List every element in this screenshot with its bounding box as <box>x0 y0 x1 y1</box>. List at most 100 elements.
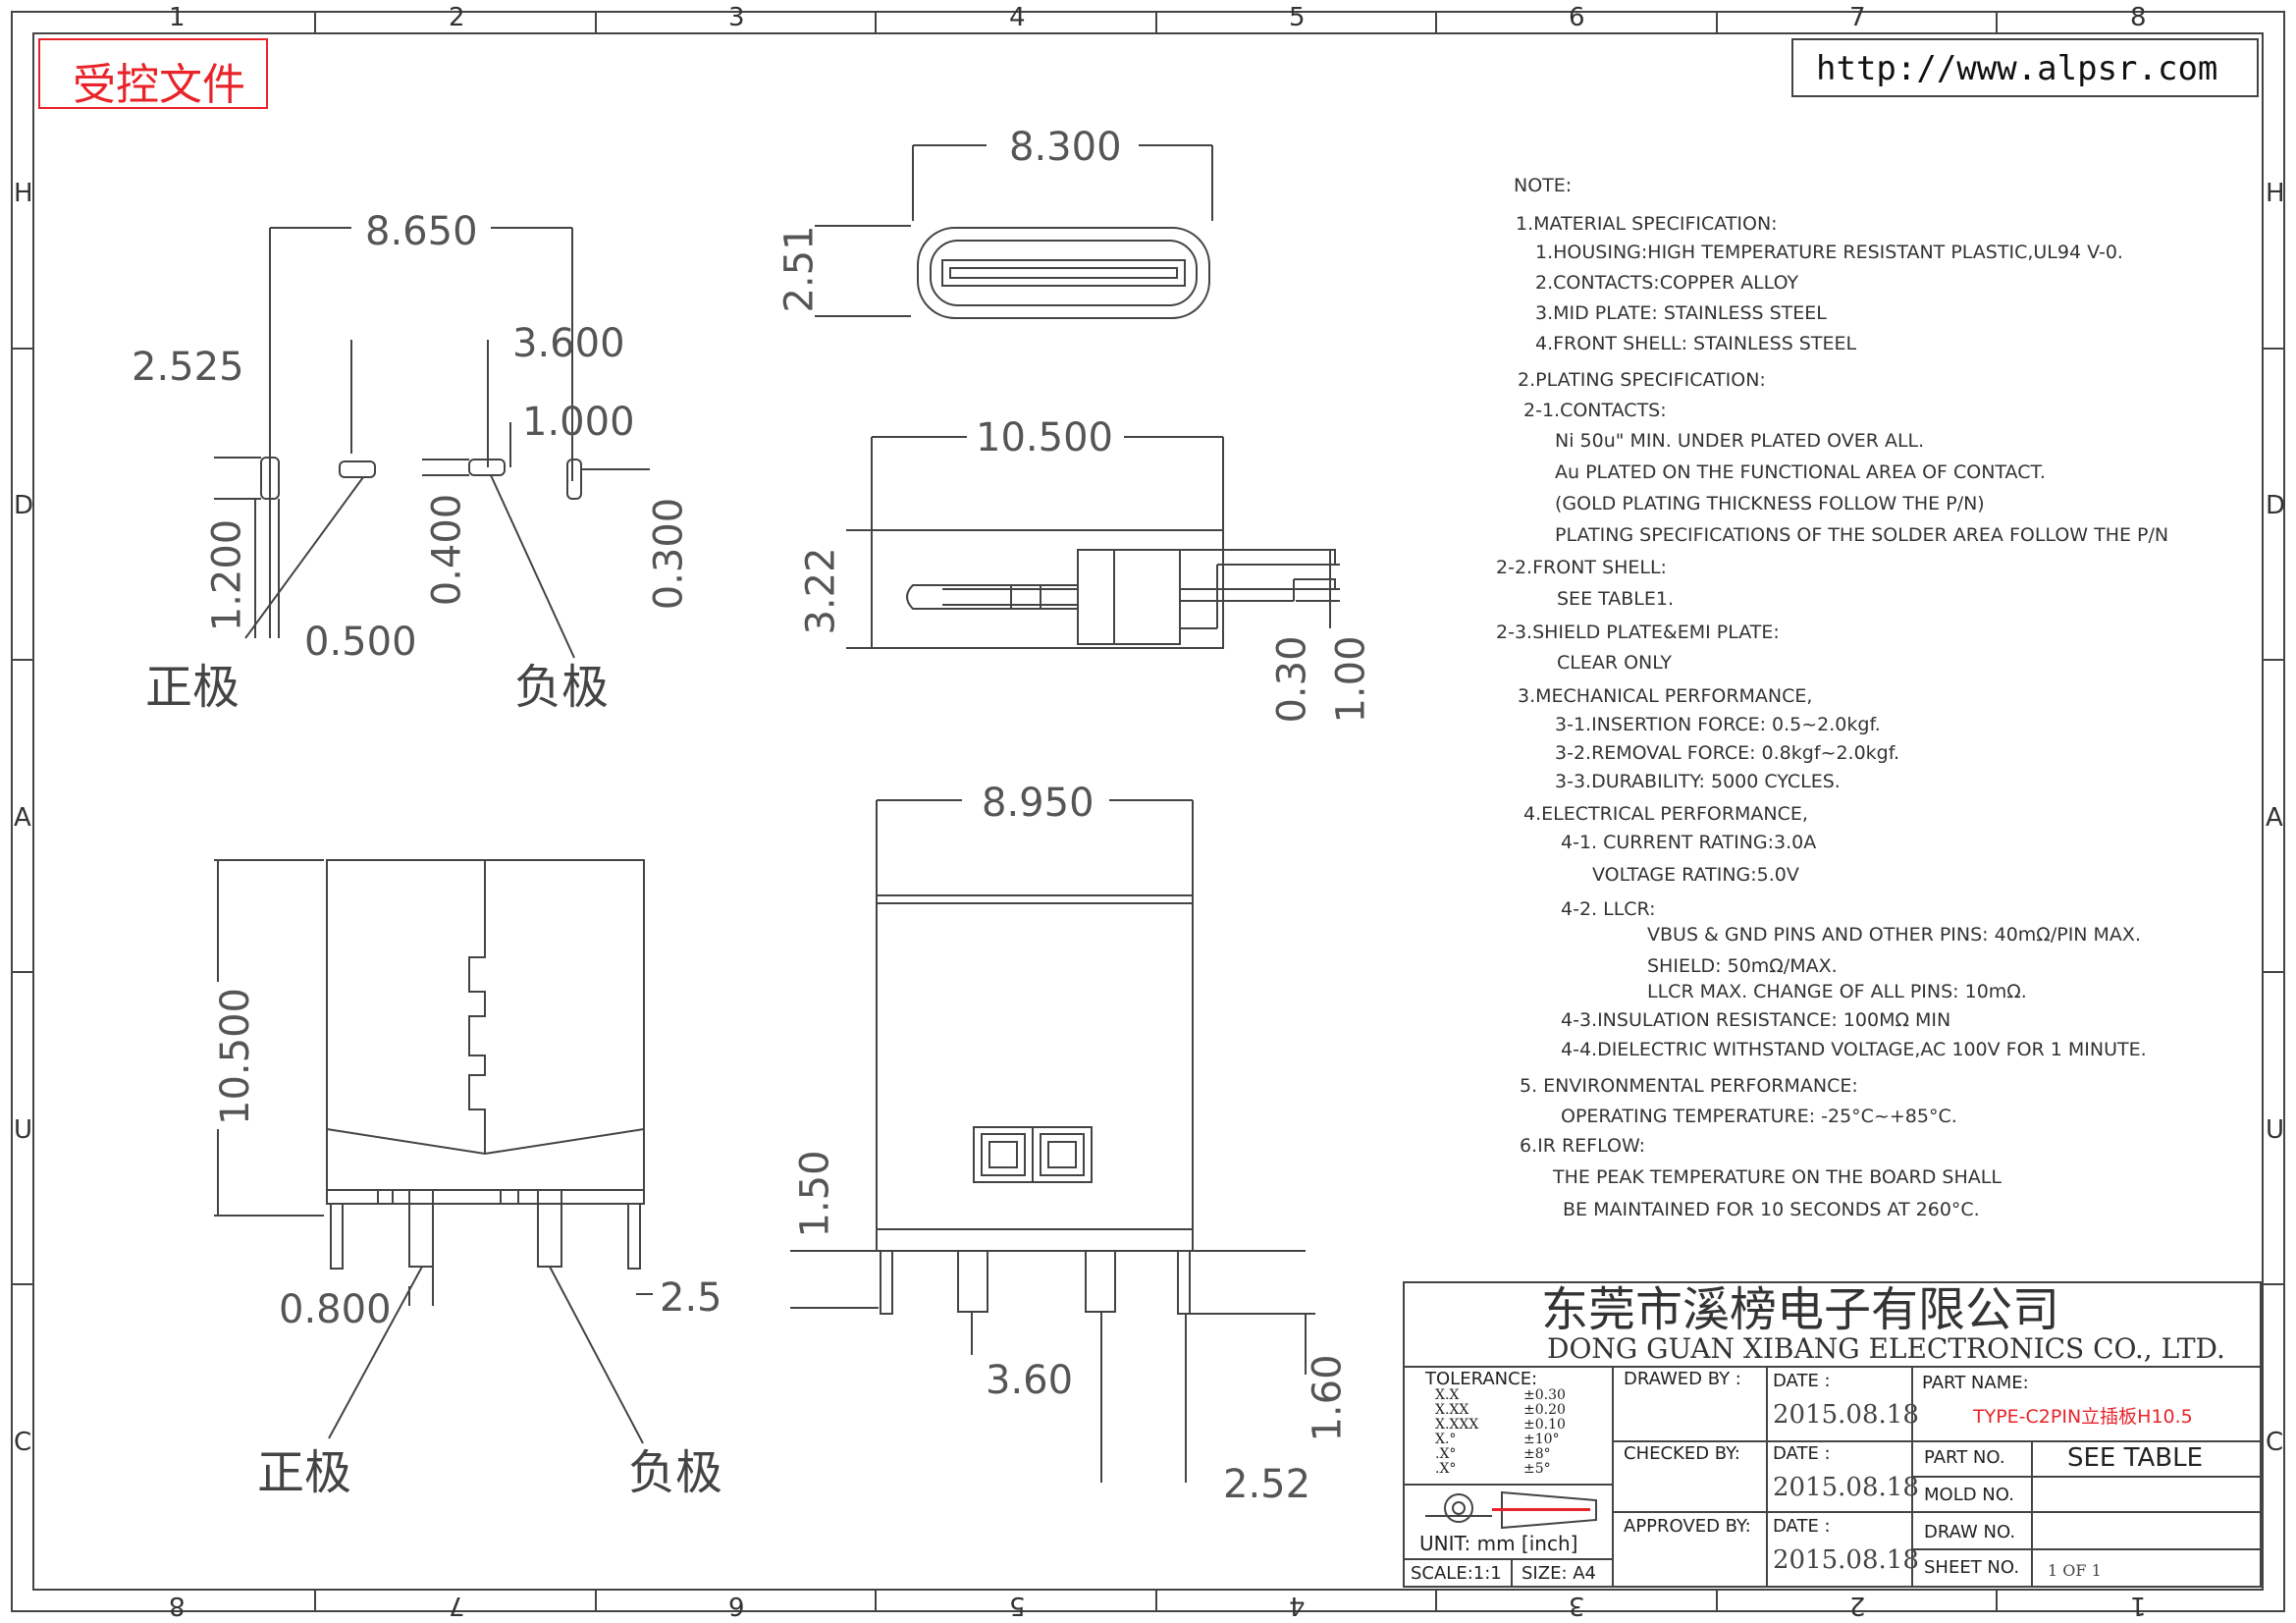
note-line: 4-1. CURRENT RATING:3.0A <box>1561 832 1817 853</box>
date-value-2: 2015.08.18 <box>1773 1473 1919 1502</box>
dim-front-height: 2.51 <box>776 225 823 313</box>
note-line: CLEAR ONLY <box>1557 652 1672 674</box>
dim-pin-width-1: 0.500 <box>304 620 417 665</box>
part-name-label: PART NAME: <box>1922 1373 2029 1393</box>
controlled-document-stamp: 受控文件 <box>73 60 245 110</box>
grid-bottom-4: 4 <box>1289 1591 1306 1620</box>
drawn-by-label: DRAWED BY : <box>1624 1369 1741 1389</box>
dim-offset-mid: 3.600 <box>512 321 625 366</box>
note-line: 6.IR REFLOW: <box>1520 1135 1646 1157</box>
unit-label: UNIT: mm [inch] <box>1419 1532 1578 1555</box>
note-line: 2.CONTACTS:COPPER ALLOY <box>1535 272 1799 294</box>
date-label-3: DATE : <box>1773 1516 1831 1537</box>
dim-side-height: 3.22 <box>798 547 844 635</box>
company-name-en: DONG GUAN XIBANG ELECTRONICS CO., LTD. <box>1547 1332 2225 1365</box>
part-name-value: TYPE-C2PIN立插板H10.5 <box>1973 1406 2193 1428</box>
grid-right-u: U <box>2266 1115 2285 1145</box>
label-positive-top: 正极 <box>145 660 240 715</box>
label-positive-bottom: 正极 <box>257 1445 352 1500</box>
grid-top-1: 1 <box>169 3 186 32</box>
tolerance-fmt: X.° <box>1435 1432 1457 1447</box>
note-line: PLATING SPECIFICATIONS OF THE SOLDER ARE… <box>1555 524 2169 546</box>
grid-top-2: 2 <box>449 3 465 32</box>
dim-span: 2.52 <box>1223 1462 1311 1507</box>
note-line: VBUS & GND PINS AND OTHER PINS: 40mΩ/PIN… <box>1647 924 2141 946</box>
date-value-3: 2015.08.18 <box>1773 1545 1919 1575</box>
note-line: Au PLATED ON THE FUNCTIONAL AREA OF CONT… <box>1555 461 2046 483</box>
tolerance-fmt: .X° <box>1435 1446 1457 1462</box>
note-line: 1.MATERIAL SPECIFICATION: <box>1516 213 1778 235</box>
note-line: 3-3.DURABILITY: 5000 CYCLES. <box>1555 771 1841 792</box>
tolerance-val: ±10° <box>1523 1432 1560 1447</box>
label-negative-top: 负极 <box>514 660 610 715</box>
dim-body-height: 10.500 <box>212 988 258 1125</box>
note-line: 4.ELECTRICAL PERFORMANCE, <box>1523 803 1808 825</box>
grid-left-d: D <box>14 491 34 520</box>
dim-pin-height-1: 1.200 <box>204 518 250 632</box>
grid-right-d: D <box>2266 491 2286 520</box>
note-line: 2-2.FRONT SHELL: <box>1496 557 1667 578</box>
mold-no-label: MOLD NO. <box>1924 1485 2014 1505</box>
note-line: BE MAINTAINED FOR 10 SECONDS AT 260°C. <box>1563 1199 1980 1220</box>
sheet-no-label: SHEET NO. <box>1924 1557 2020 1578</box>
tolerance-label: TOLERANCE: <box>1425 1369 1538 1389</box>
sheet-no-value: 1 OF 1 <box>2048 1561 2102 1580</box>
note-line: 5. ENVIRONMENTAL PERFORMANCE: <box>1520 1075 1858 1097</box>
grid-left-h: H <box>14 179 33 208</box>
part-no-label: PART NO. <box>1924 1447 2005 1468</box>
note-line: 2.PLATING SPECIFICATION: <box>1518 369 1766 391</box>
note-line: Ni 50u" MIN. UNDER PLATED OVER ALL. <box>1555 430 1925 452</box>
grid-bottom-2: 2 <box>1849 1591 1866 1620</box>
dim-front-width: 8.300 <box>1009 125 1122 170</box>
grid-right-c: C <box>2266 1428 2284 1457</box>
date-value-1: 2015.08.18 <box>1773 1400 1919 1430</box>
note-line: 3.MECHANICAL PERFORMANCE, <box>1518 685 1813 707</box>
grid-bottom-5: 5 <box>1009 1591 1026 1620</box>
note-line: 4-4.DIELECTRIC WITHSTAND VOLTAGE,AC 100V… <box>1561 1039 2147 1060</box>
note-line: 1.HOUSING:HIGH TEMPERATURE RESISTANT PLA… <box>1535 242 2123 263</box>
dim-standoff: 1.50 <box>792 1150 838 1238</box>
grid-top-4: 4 <box>1009 3 1026 32</box>
grid-bottom-6: 6 <box>728 1591 745 1620</box>
grid-bottom-8: 8 <box>169 1591 186 1620</box>
dim-side-thickness-2: 1.00 <box>1328 635 1374 724</box>
tolerance-val: ±0.10 <box>1523 1417 1566 1433</box>
checked-by-label: CHECKED BY: <box>1624 1443 1740 1464</box>
grid-top-7: 7 <box>1849 3 1866 32</box>
grid-left-c: C <box>14 1428 32 1457</box>
grid-bottom-1: 1 <box>2130 1591 2147 1620</box>
grid-top-6: 6 <box>1569 3 1585 32</box>
grid-top-5: 5 <box>1289 3 1306 32</box>
dim-side-thickness-1: 0.30 <box>1269 635 1315 724</box>
dim-pin-length: 2.5 <box>660 1275 722 1321</box>
dim-offset-left: 2.525 <box>132 345 244 390</box>
label-negative-bottom: 负极 <box>628 1445 723 1500</box>
note-line: 2-1.CONTACTS: <box>1523 400 1667 421</box>
tolerance-val: ±0.20 <box>1523 1402 1566 1418</box>
grid-right-h: H <box>2266 179 2285 208</box>
note-line: 4-3.INSULATION RESISTANCE: 100MΩ MIN <box>1561 1009 1951 1031</box>
approved-by-label: APPROVED BY: <box>1624 1516 1751 1537</box>
company-name-cn: 东莞市溪榜电子有限公司 <box>1541 1282 2060 1337</box>
dim-overall-width: 8.650 <box>365 209 478 254</box>
note-line: LLCR MAX. CHANGE OF ALL PINS: 10mΩ. <box>1647 981 2027 1002</box>
website-url: http://www.alpsr.com <box>1816 49 2218 88</box>
tolerance-fmt: X.X <box>1435 1387 1460 1403</box>
tolerance-val: ±5° <box>1523 1461 1551 1477</box>
grid-right-a: A <box>2266 803 2283 833</box>
dim-pin-width-2: 1.000 <box>522 400 635 445</box>
note-line: 4-2. LLCR: <box>1561 898 1656 920</box>
note-line: SHIELD: 50mΩ/MAX. <box>1647 955 1838 977</box>
dim-pin-width: 0.800 <box>279 1287 392 1332</box>
date-label-1: DATE : <box>1773 1371 1831 1391</box>
note-line: 3-2.REMOVAL FORCE: 0.8kgf~2.0kgf. <box>1555 742 1900 764</box>
date-label-2: DATE : <box>1773 1443 1831 1464</box>
dim-pin-length-right: 1.60 <box>1305 1354 1351 1442</box>
notes-title: NOTE: <box>1514 175 1573 196</box>
note-line: OPERATING TEMPERATURE: -25°C~+85°C. <box>1561 1106 1957 1127</box>
note-line: 3-1.INSERTION FORCE: 0.5~2.0kgf. <box>1555 714 1881 735</box>
grid-top-8: 8 <box>2130 3 2147 32</box>
grid-bottom-3: 3 <box>1569 1591 1585 1620</box>
note-line: SEE TABLE1. <box>1557 588 1674 610</box>
